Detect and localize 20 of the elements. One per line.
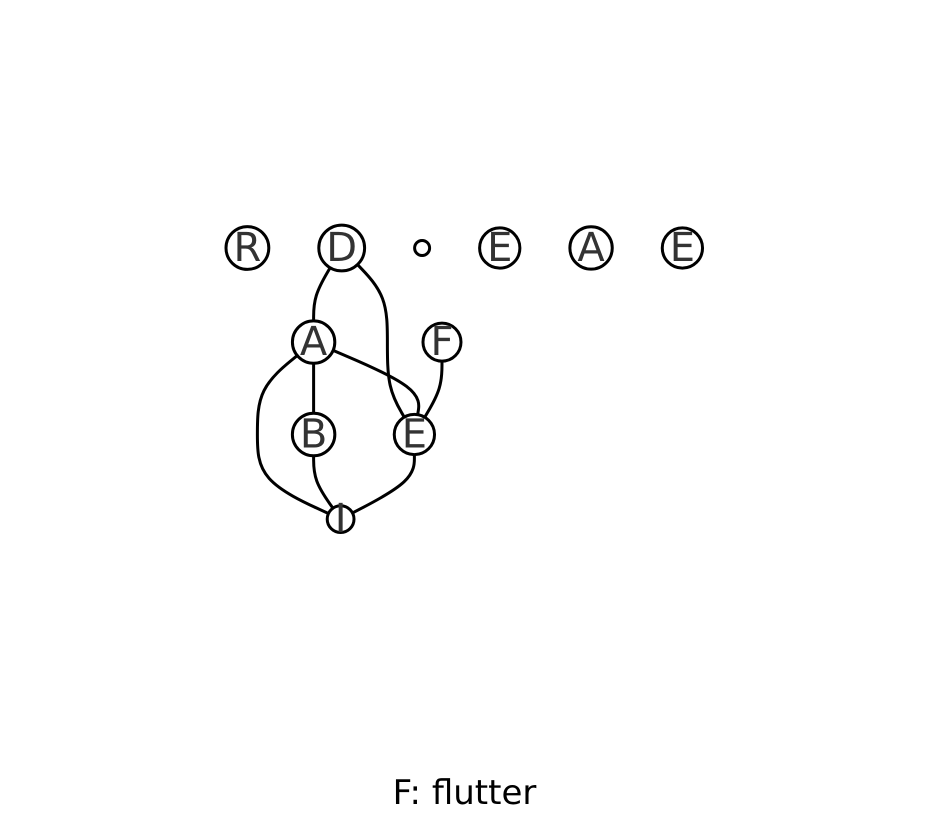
connector: [312, 266, 332, 321]
connector: [312, 363, 316, 414]
connector: [356, 263, 406, 418]
node-circle: A: [291, 319, 337, 365]
node-circle: E: [660, 226, 704, 270]
node-circle: B: [291, 412, 337, 458]
connector: [312, 456, 334, 509]
connector: [352, 454, 416, 514]
node-circle: R: [224, 225, 271, 271]
node-circle: E: [392, 412, 436, 456]
node-circle: E: [478, 226, 522, 270]
node-circle: [413, 238, 432, 257]
node-circle: F: [422, 322, 463, 363]
node-circle: I: [326, 504, 356, 534]
node-circle: D: [318, 224, 366, 272]
node-circle: A: [568, 225, 614, 271]
connector: [424, 361, 444, 418]
connector: [256, 354, 330, 515]
note-text: F: flutter: [392, 773, 536, 813]
connector: [332, 348, 420, 415]
